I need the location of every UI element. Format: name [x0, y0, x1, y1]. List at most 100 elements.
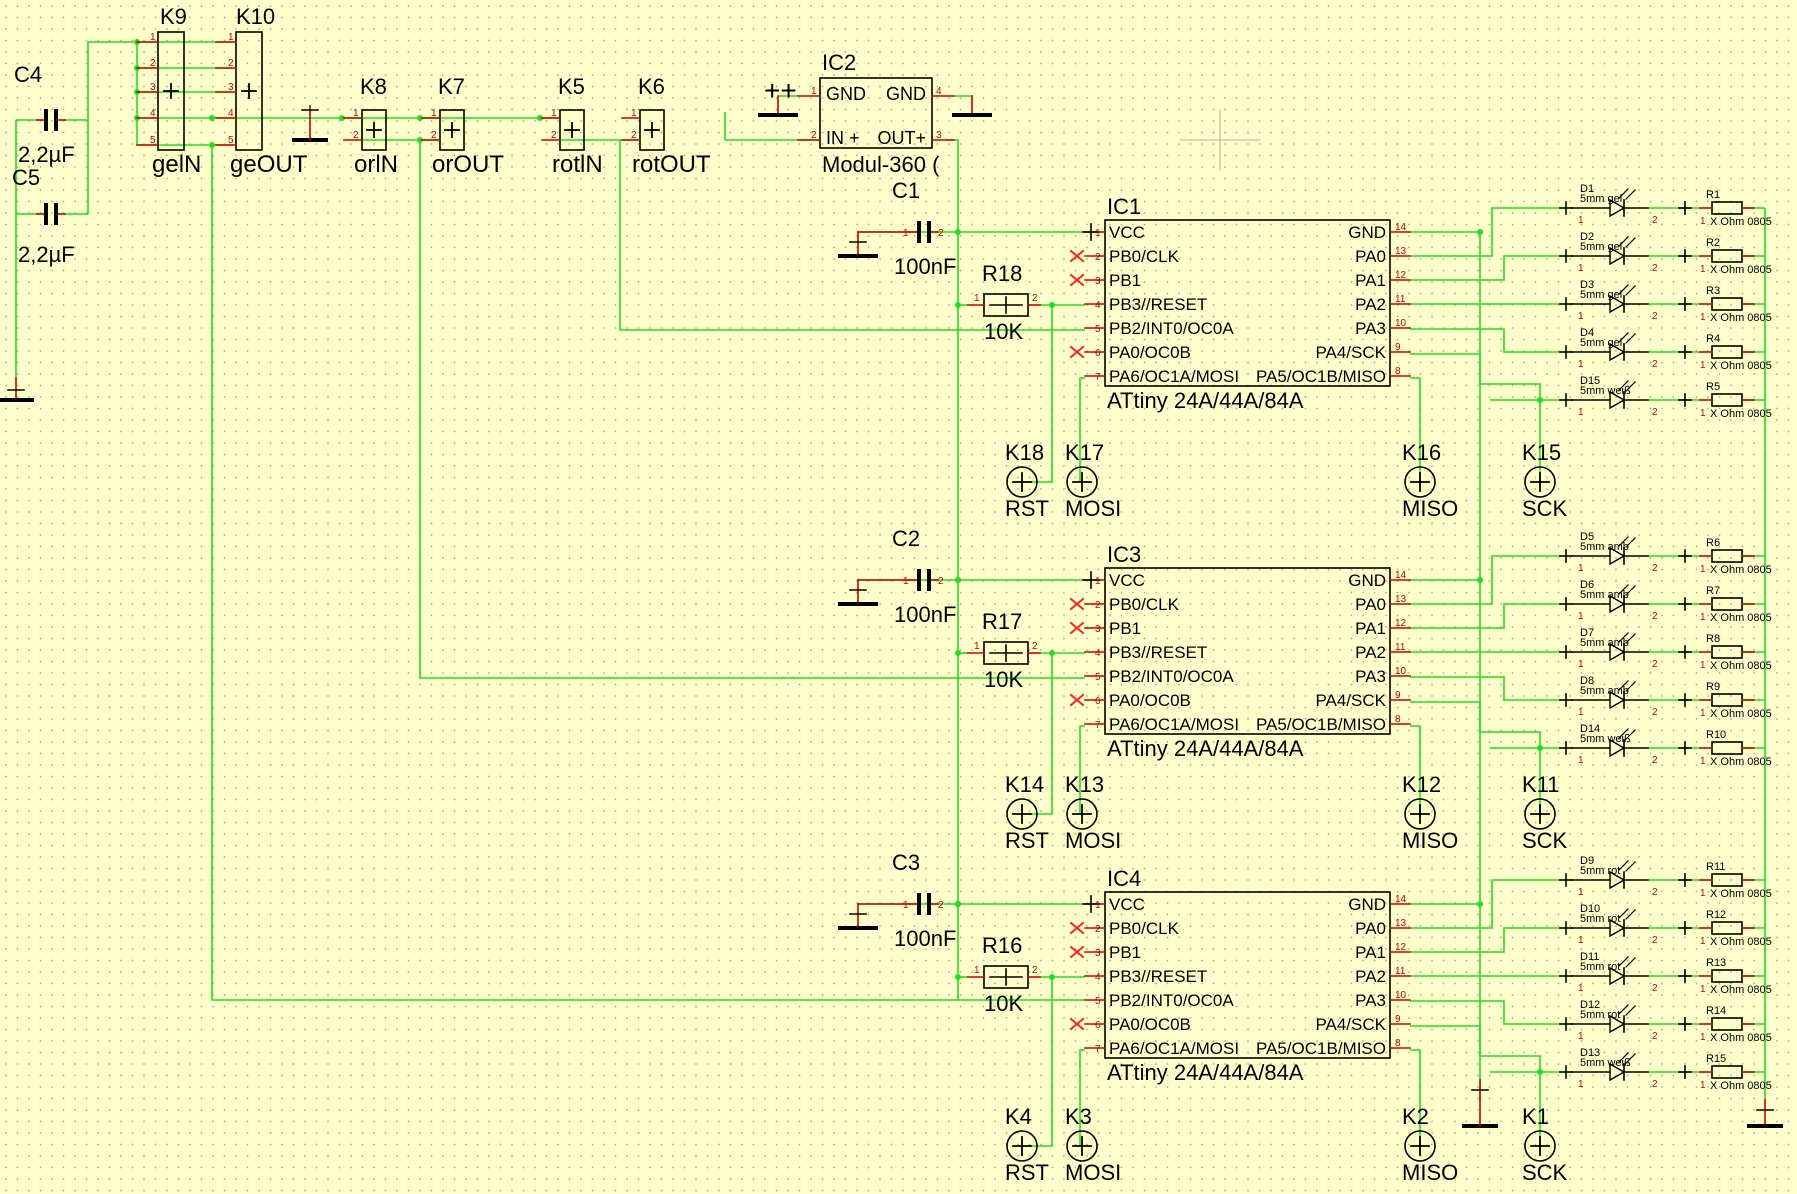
ic-pin-label-left: PB0/CLK: [1109, 595, 1180, 614]
test-pad-K14: [1006, 798, 1038, 830]
ic-pin-label-left: PB3//RESET: [1109, 643, 1207, 662]
junction-dot: [417, 137, 423, 143]
K10-pin-number: 4: [228, 108, 234, 119]
ic-pin-label-right: PA1: [1355, 271, 1386, 290]
ic-pin-number: 8: [1395, 714, 1401, 725]
ic-pin-label-right: PA5/OC1B/MISO: [1256, 367, 1386, 386]
led-arrow: [1618, 236, 1629, 247]
ic-pin-number: 6: [1095, 348, 1101, 359]
ic-pin-label-right: PA3: [1355, 667, 1386, 686]
res-pin-number: 1: [1700, 564, 1706, 575]
res-value-R3: X Ohm 0805: [1710, 312, 1772, 324]
led-value-D5: 5mm amb: [1580, 541, 1629, 553]
connector-K10: [235, 31, 263, 151]
ic-pin-number: 13: [1395, 594, 1407, 605]
led-arrow: [1625, 537, 1636, 548]
parts: [0, 31, 1783, 1162]
led-value-D4: 5mm gel: [1580, 337, 1622, 349]
wire: [1410, 377, 1421, 482]
ic2-pin-number: 1: [811, 86, 817, 97]
wire: [1410, 1000, 1560, 1025]
ic-pin-label-left: PA6/OC1A/MOSI: [1109, 1039, 1239, 1058]
led-pin-number: 1: [1578, 659, 1584, 670]
K6-name: K6: [638, 74, 665, 99]
ic-pin-number: 2: [1095, 600, 1101, 611]
ic-pin-label-right: PA4/SCK: [1315, 1015, 1386, 1034]
cap-C5-plate: [44, 203, 48, 225]
res-pin-number: 1: [1700, 936, 1706, 947]
cap-C3-plate: [927, 893, 931, 915]
junction-dot: [955, 974, 961, 980]
res-pin-number: 1: [1700, 216, 1706, 227]
supply-symbol: ++: [764, 75, 797, 106]
led-name-D12: D12: [1580, 999, 1600, 1011]
junction-dot: [1537, 745, 1543, 751]
ic-pin-label-left: PA6/OC1A/MOSI: [1109, 715, 1239, 734]
K5-name: K5: [558, 74, 585, 99]
pad-name-K18: K18: [1005, 440, 1044, 465]
ic-pin-label-left: PA0/OC0B: [1109, 691, 1191, 710]
pad-label-sck: SCK: [1522, 828, 1568, 853]
led-name-D1: D1: [1580, 183, 1594, 195]
test-pad-K15: [1524, 466, 1556, 498]
led-D5: [1609, 546, 1626, 566]
cap-label-C4: C4: [14, 62, 42, 87]
res-pin-number: 2: [1032, 641, 1038, 652]
pad-name-K4: K4: [1005, 1104, 1032, 1129]
res-value-R11: X Ohm 0805: [1710, 888, 1772, 900]
ic-pin-number: 1: [1095, 228, 1101, 239]
K8-name: K8: [360, 74, 387, 99]
ic-pin-label-right: PA5/OC1B/MISO: [1256, 1039, 1386, 1058]
pad-name-K13: K13: [1065, 772, 1104, 797]
wire: [1079, 1049, 1085, 1146]
pad-label-miso: MISO: [1402, 1160, 1458, 1185]
junction-dot: [955, 577, 961, 583]
ic-pin-number: 12: [1395, 618, 1407, 629]
res-pin-number: 1: [1700, 408, 1706, 419]
ic-pin-number: 5: [1095, 324, 1101, 335]
ic-pin-label-right: PA1: [1355, 943, 1386, 962]
led-value-D15: 5mm weiß: [1580, 385, 1631, 397]
led-value-D1: 5mm gel: [1580, 193, 1622, 205]
test-pad-K2: [1404, 1130, 1436, 1162]
led-D1: [1609, 198, 1626, 218]
test-pad-K12: [1404, 798, 1436, 830]
led-value-D7: 5mm amb: [1580, 637, 1629, 649]
cap-name-C1: C1: [892, 178, 920, 203]
pad-name-K15: K15: [1522, 440, 1561, 465]
K5-pin-number: 1: [551, 108, 557, 119]
wire: [1410, 328, 1560, 353]
ic-pin-number: 9: [1395, 1014, 1401, 1025]
led-D2: [1609, 246, 1626, 266]
led-name-D5: D5: [1580, 531, 1594, 543]
connector-K5: [559, 109, 585, 151]
wire: [1410, 725, 1421, 814]
res-value-R14: X Ohm 0805: [1710, 1032, 1772, 1044]
pad-name-K14: K14: [1005, 772, 1044, 797]
led-pin-number: 1: [1578, 755, 1584, 766]
res-value-R18: 10K: [984, 319, 1023, 344]
res-value-R9: X Ohm 0805: [1710, 708, 1772, 720]
pad-label-rst: RST: [1005, 828, 1049, 853]
junction-dot: [1049, 974, 1055, 980]
wire: [1028, 977, 1053, 1147]
res-pin-number: 1: [974, 965, 980, 976]
res-name-R6: R6: [1706, 537, 1720, 549]
junction-dot: [537, 115, 543, 121]
pad-label-rst: RST: [1005, 496, 1049, 521]
led-arrow: [1618, 284, 1629, 295]
junction-dot: [1477, 229, 1483, 235]
ic-pin-number: 9: [1395, 342, 1401, 353]
led-name-D3: D3: [1580, 279, 1594, 291]
connector-K9: [157, 31, 185, 151]
pad-name-K12: K12: [1402, 772, 1441, 797]
led-arrow: [1618, 956, 1629, 967]
res-name-R8: R8: [1706, 633, 1720, 645]
junction-dot: [339, 115, 345, 121]
wire: [211, 145, 1085, 1001]
res-name-R14: R14: [1706, 1005, 1726, 1017]
test-pad-K17: [1066, 466, 1098, 498]
res-name-R5: R5: [1706, 381, 1720, 393]
ic-pin-number: 2: [1095, 252, 1101, 263]
